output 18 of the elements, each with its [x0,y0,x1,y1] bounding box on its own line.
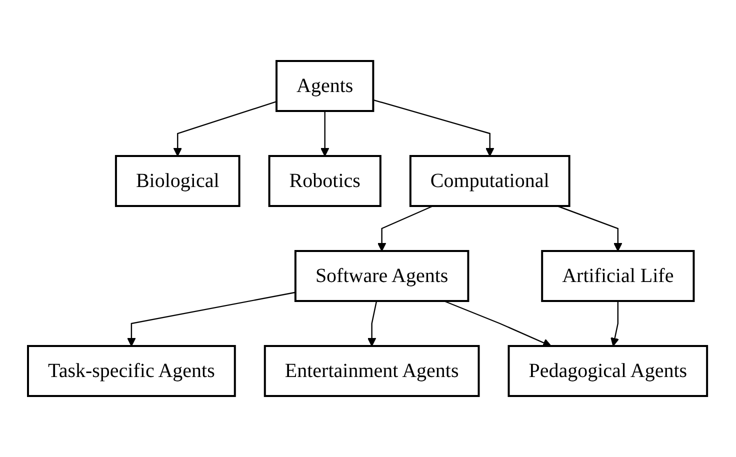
arrow [374,99,495,156]
arrow [128,292,296,346]
node-box: Artificial Life [542,250,696,302]
arrow [368,300,378,346]
node-box: Biological [115,155,241,207]
node-box: Task-specific Agents [27,345,236,397]
node-box: Computational [410,155,571,207]
arrow [610,301,620,346]
node-box: Software Agents [294,250,470,302]
arrow [320,111,330,156]
arrow [174,101,278,156]
arrow [444,300,552,347]
node-box: Pedagogical Agents [508,345,709,397]
node-box: Agents [276,60,375,112]
node-box: Robotics [268,155,382,207]
arrow [558,205,623,252]
arrow [378,205,434,252]
node-box: Entertainment Agents [264,345,480,397]
